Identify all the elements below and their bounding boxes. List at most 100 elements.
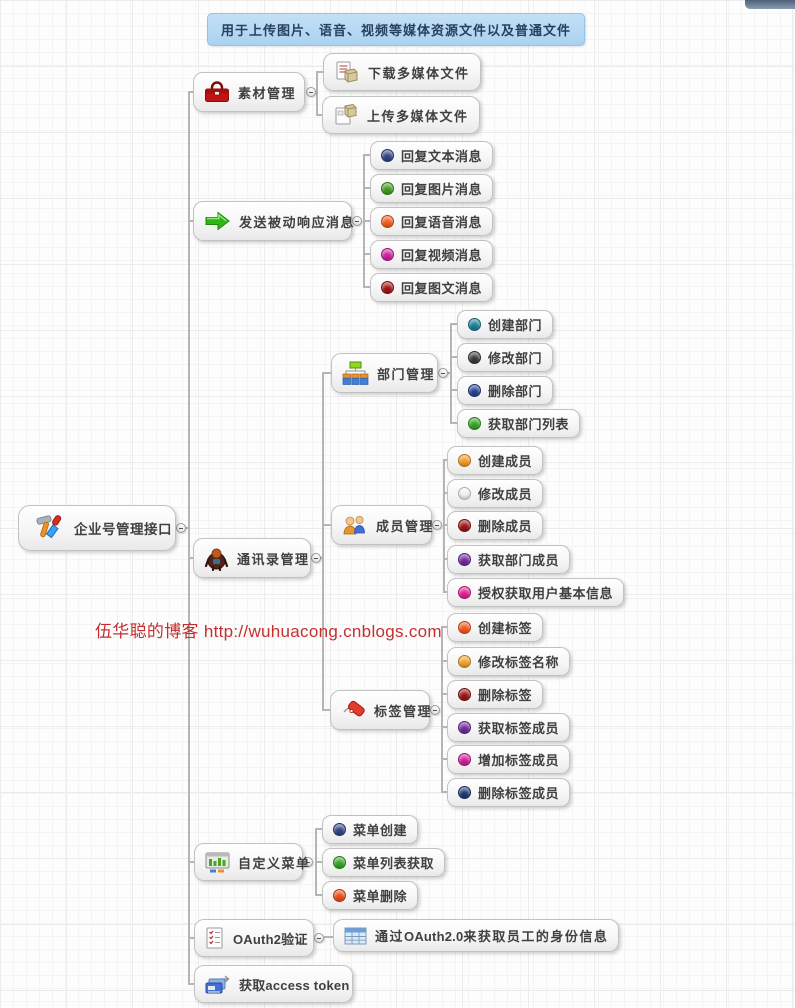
node-access-token[interactable]: 获取access token	[194, 965, 353, 1003]
node-label: 通过OAuth2.0来获取员工的身份信息	[375, 929, 609, 944]
collapse-toggle-tag[interactable]	[430, 705, 440, 715]
node-label: 获取部门列表	[488, 417, 570, 432]
node-tag-remove-members[interactable]: 删除标签成员	[447, 778, 571, 807]
node-member-delete[interactable]: 删除成员	[447, 511, 544, 540]
node-tag-rename[interactable]: 修改标签名称	[447, 647, 571, 676]
connector-stub	[443, 459, 447, 461]
bullet-icon	[458, 519, 471, 532]
connector-stub	[441, 726, 447, 728]
node-member-modify[interactable]: 修改成员	[447, 479, 544, 508]
node-label: 上传多媒体文件	[367, 108, 469, 124]
bullet-icon	[381, 149, 394, 162]
node-contacts[interactable]: 通讯录管理	[193, 538, 311, 578]
tag-icon	[341, 698, 366, 722]
node-label: 下载多媒体文件	[368, 65, 470, 81]
node-menu-list[interactable]: 菜单列表获取	[322, 848, 446, 877]
node-download-media[interactable]: 下载多媒体文件	[323, 53, 481, 91]
bullet-icon	[381, 215, 394, 228]
node-label: 修改标签名称	[478, 655, 560, 670]
node-reply-text[interactable]: 回复文本消息	[370, 141, 494, 170]
collapse-toggle-root[interactable]	[176, 523, 186, 533]
node-label: 菜单列表获取	[353, 856, 435, 871]
connector-stub	[316, 114, 322, 116]
bullet-icon	[458, 721, 471, 734]
collapse-toggle-material[interactable]	[306, 87, 316, 97]
node-tag-create[interactable]: 创建标签	[447, 613, 544, 642]
table-icon	[344, 927, 367, 945]
node-reply-image[interactable]: 回复图片消息	[370, 174, 494, 203]
node-label: 修改成员	[478, 487, 533, 502]
connector-stub	[324, 936, 333, 938]
connector-bracket	[441, 627, 443, 793]
bullet-icon	[468, 318, 481, 331]
collapse-toggle-send[interactable]	[352, 216, 362, 226]
node-dept-delete[interactable]: 删除部门	[457, 376, 554, 405]
node-member-get-dept[interactable]: 获取部门成员	[447, 545, 571, 574]
bullet-icon	[458, 487, 471, 500]
node-label: 标签管理	[374, 703, 433, 719]
bullet-icon	[458, 786, 471, 799]
node-reply-video[interactable]: 回复视频消息	[370, 240, 494, 269]
connector-trunk	[188, 92, 190, 984]
node-upload-media[interactable]: 上传多媒体文件	[322, 96, 480, 134]
node-label: 删除标签成员	[478, 786, 560, 801]
connector-stub	[363, 220, 370, 222]
node-member-auth-info[interactable]: 授权获取用户基本信息	[447, 578, 625, 607]
node-tag-delete[interactable]: 删除标签	[447, 680, 544, 709]
node-root[interactable]: 企业号管理接口	[18, 505, 176, 551]
bullet-icon	[468, 417, 481, 430]
toolbox-icon	[204, 81, 230, 103]
node-tag-get-members[interactable]: 获取标签成员	[447, 713, 571, 742]
node-dept-list[interactable]: 获取部门列表	[457, 409, 581, 438]
connector-stub	[188, 937, 194, 939]
node-label: 增加标签成员	[478, 753, 560, 768]
node-oauth2[interactable]: OAuth2验证	[194, 919, 314, 957]
collapse-toggle-member[interactable]	[432, 520, 442, 530]
bullet-icon	[468, 384, 481, 397]
node-tag-mgmt[interactable]: 标签管理	[330, 690, 433, 730]
bullet-icon	[333, 823, 346, 836]
bullet-icon	[458, 621, 471, 634]
connector-stub	[185, 527, 188, 529]
bullet-icon	[333, 889, 346, 902]
node-label: 修改部门	[488, 351, 543, 366]
node-reply-news[interactable]: 回复图文消息	[370, 273, 494, 302]
floating-note[interactable]: 用于上传图片、语音、视频等媒体资源文件以及普通文件	[207, 13, 586, 46]
connector-stub	[322, 709, 330, 711]
connector-stub	[443, 524, 447, 526]
node-reply-voice[interactable]: 回复语音消息	[370, 207, 494, 236]
bullet-icon	[458, 688, 471, 701]
node-custom-menu[interactable]: 自定义菜单	[194, 843, 309, 881]
download-file-icon	[334, 59, 360, 85]
node-menu-delete[interactable]: 菜单删除	[322, 881, 419, 910]
bullet-icon	[468, 351, 481, 364]
node-member-mgmt[interactable]: 成员管理	[331, 505, 433, 545]
connector-bracket	[450, 324, 452, 424]
connector-stub	[188, 91, 193, 93]
collapse-toggle-menu[interactable]	[303, 857, 313, 867]
node-oauth-identity[interactable]: 通过OAuth2.0来获取员工的身份信息	[333, 919, 620, 952]
node-menu-create[interactable]: 菜单创建	[322, 815, 419, 844]
bullet-icon	[458, 655, 471, 668]
node-label: 删除成员	[478, 519, 533, 534]
node-label: 企业号管理接口	[74, 522, 172, 537]
connector-bracket	[443, 460, 445, 593]
node-member-create[interactable]: 创建成员	[447, 446, 544, 475]
node-label: 部门管理	[377, 366, 436, 382]
node-dept-create[interactable]: 创建部门	[457, 310, 554, 339]
collapse-toggle-contacts[interactable]	[311, 553, 321, 563]
connector-stub	[450, 389, 457, 391]
connector-stub	[188, 220, 193, 222]
node-dept-modify[interactable]: 修改部门	[457, 343, 554, 372]
node-send-passive[interactable]: 发送被动响应消息	[193, 201, 354, 241]
collapse-toggle-dept[interactable]	[438, 368, 448, 378]
collapse-toggle-oauth[interactable]	[314, 933, 324, 943]
connector-stub	[188, 557, 193, 559]
connector-stub	[441, 758, 447, 760]
node-label: 通讯录管理	[237, 551, 310, 567]
node-tag-add-members[interactable]: 增加标签成员	[447, 745, 571, 774]
node-material[interactable]: 素材管理	[193, 72, 305, 112]
node-dept-mgmt[interactable]: 部门管理	[331, 353, 438, 393]
connector-stub	[363, 187, 370, 189]
